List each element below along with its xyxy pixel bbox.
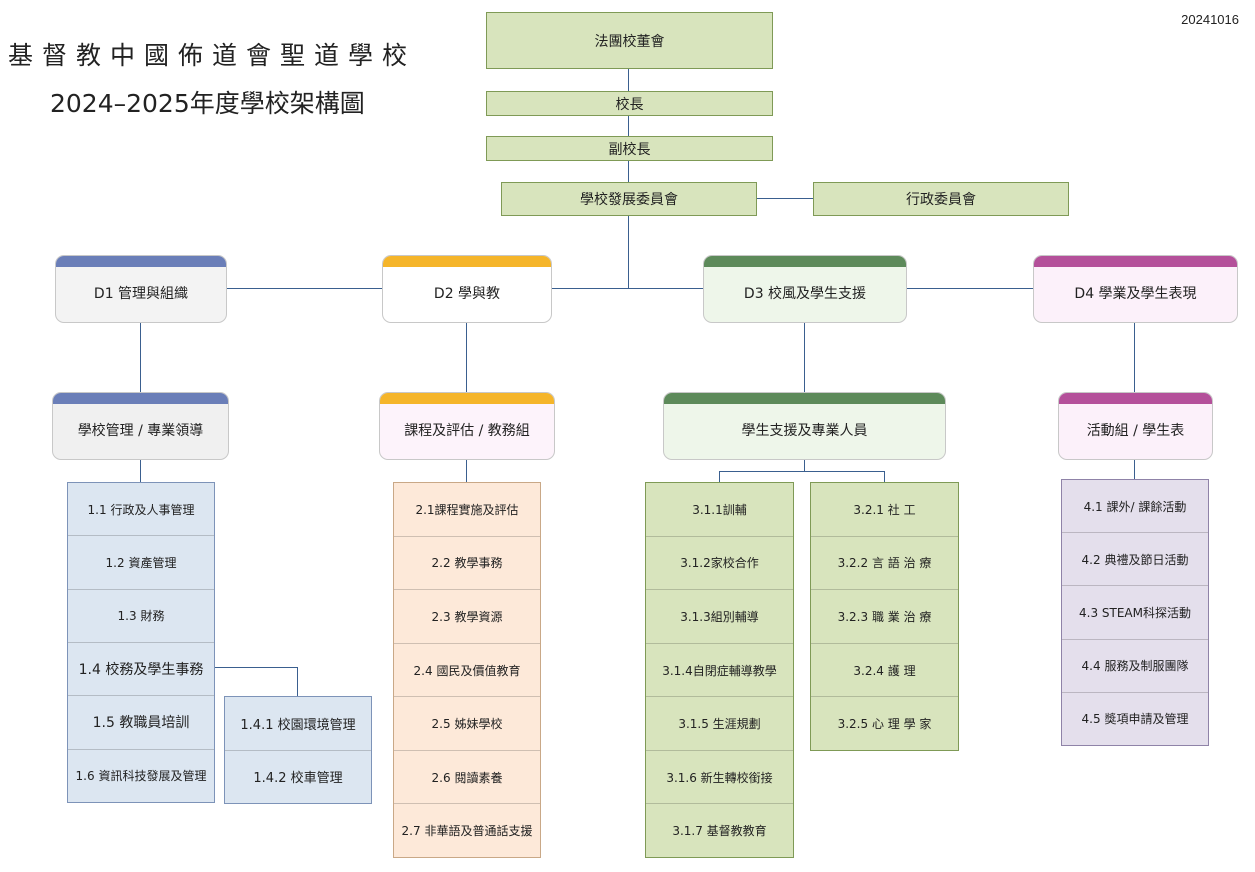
list-item: 3.1.1訓輔 <box>646 483 793 537</box>
list-item: 1.6 資訊科技發展及管理 <box>75 769 207 784</box>
connector <box>719 471 720 482</box>
list-item: 4.4 服務及制服團隊 <box>1062 640 1208 693</box>
connector <box>757 198 813 199</box>
connector <box>884 471 885 482</box>
version-date: 20241016 <box>1181 12 1239 27</box>
division-d2: D2 學與教 <box>382 255 552 323</box>
board-label: 法團校董會 <box>594 33 665 50</box>
group-d3-label: 學生支援及專業人員 <box>741 423 868 439</box>
board-box: 法團校董會 <box>486 12 773 69</box>
connector <box>628 69 629 91</box>
list-item: 3.1.5 生涯規劃 <box>646 697 793 751</box>
principal-box: 校長 <box>486 91 773 116</box>
connector <box>552 288 703 289</box>
division-d3: D3 校風及學生支援 <box>703 255 907 323</box>
connector <box>466 323 467 392</box>
admin-committee-label: 行政委員會 <box>906 192 976 208</box>
connector <box>907 288 1033 289</box>
admin-committee-box: 行政委員會 <box>813 182 1069 216</box>
connector <box>214 667 298 668</box>
group-d4: 活動組 / 學生表 <box>1058 392 1213 460</box>
group-d2-label: 課程及評估 / 教務組 <box>404 423 530 439</box>
division-d1-label: D1 管理與組織 <box>93 286 189 302</box>
list-item: 4.1 課外/ 課餘活動 <box>1062 480 1208 534</box>
list-item: 4.2 典禮及節日活動 <box>1062 533 1208 587</box>
connector <box>804 460 805 471</box>
list-item: 2.4 國民及價值教育 <box>394 644 540 698</box>
school-name: 基督教中國佈道會聖道學校 <box>8 41 417 70</box>
division-d3-cap <box>704 256 906 267</box>
list-item: 2.2 教學事務 <box>394 537 540 591</box>
division-d4-cap <box>1034 256 1237 267</box>
connector <box>804 323 805 392</box>
list-item: 3.1.6 新生轉校銜接 <box>646 751 793 805</box>
d2-item-list: 2.1課程實施及評估 2.2 教學事務 2.3 教學資源 2.4 國民及價值教育… <box>393 482 541 858</box>
chart-title: 2024–2025年度學校架構圖 <box>50 89 365 118</box>
list-item: 1.4.1 校園環境管理 <box>225 697 371 751</box>
division-d4-label: D4 學業及學生表現 <box>1074 286 1197 302</box>
list-item: 3.1.4自閉症輔導教學 <box>646 644 793 698</box>
connector <box>628 161 629 182</box>
d1-sub-item-list: 1.4.1 校園環境管理 1.4.2 校車管理 <box>224 696 372 804</box>
connector <box>140 460 141 482</box>
connector <box>1134 323 1135 392</box>
group-d3-cap <box>664 393 945 404</box>
list-item: 2.7 非華語及普通話支援 <box>401 824 533 839</box>
list-item: 4.5 獎項申請及管理 <box>1081 712 1189 727</box>
vice-principal-label: 副校長 <box>608 141 651 158</box>
group-d1-cap <box>53 393 228 404</box>
connector <box>628 116 629 136</box>
vice-principal-box: 副校長 <box>486 136 773 161</box>
group-d2: 課程及評估 / 教務組 <box>379 392 555 460</box>
connector <box>719 471 885 472</box>
list-item: 3.1.2家校合作 <box>646 537 793 591</box>
list-item: 1.5 教職員培訓 <box>68 696 214 750</box>
list-item: 3.2.2 言 語 治 療 <box>811 537 958 591</box>
d1-item-list: 1.1 行政及人事管理 1.2 資產管理 1.3 財務 1.4 校務及學生事務 … <box>67 482 215 803</box>
list-item: 3.2.5 心 理 學 家 <box>837 717 932 732</box>
connector <box>140 323 141 392</box>
d4-item-list: 4.1 課外/ 課餘活動 4.2 典禮及節日活動 4.3 STEAM科探活動 4… <box>1061 479 1209 746</box>
list-item: 1.4 校務及學生事務 <box>68 643 214 697</box>
division-d2-label: D2 學與教 <box>433 286 501 302</box>
d3-professional-item-list: 3.2.1 社 工 3.2.2 言 語 治 療 3.2.3 職 業 治 療 3.… <box>810 482 959 751</box>
principal-label: 校長 <box>615 96 644 113</box>
dev-committee-box: 學校發展委員會 <box>501 182 757 216</box>
group-d4-label: 活動組 / 學生表 <box>1086 423 1185 439</box>
group-d1: 學校管理 / 專業領導 <box>52 392 229 460</box>
list-item: 3.1.7 基督教教育 <box>672 824 767 839</box>
group-d1-label: 學校管理 / 專業領導 <box>77 423 204 439</box>
list-item: 3.2.3 職 業 治 療 <box>811 590 958 644</box>
list-item: 1.2 資產管理 <box>68 536 214 590</box>
list-item: 1.3 財務 <box>68 590 214 643</box>
connector <box>297 667 298 696</box>
dev-committee-label: 學校發展委員會 <box>580 192 678 208</box>
connector <box>227 288 382 289</box>
group-d4-cap <box>1059 393 1212 404</box>
division-d4: D4 學業及學生表現 <box>1033 255 1238 323</box>
list-item: 2.6 閱讀素養 <box>394 751 540 805</box>
list-item: 1.1 行政及人事管理 <box>68 483 214 537</box>
group-d3: 學生支援及專業人員 <box>663 392 946 460</box>
list-item: 1.4.2 校車管理 <box>253 771 343 787</box>
connector <box>466 460 467 482</box>
group-d2-cap <box>380 393 554 404</box>
list-item: 3.2.1 社 工 <box>811 483 958 537</box>
list-item: 2.1課程實施及評估 <box>394 483 540 537</box>
division-d1: D1 管理與組織 <box>55 255 227 323</box>
connector <box>1134 460 1135 479</box>
list-item: 2.3 教學資源 <box>394 590 540 644</box>
list-item: 3.1.3組別輔導 <box>646 590 793 644</box>
list-item: 2.5 姊妹學校 <box>394 697 540 751</box>
list-item: 4.3 STEAM科探活動 <box>1062 586 1208 640</box>
connector <box>628 216 629 288</box>
division-d2-cap <box>383 256 551 267</box>
list-item: 3.2.4 護 理 <box>811 644 958 698</box>
d3-support-item-list: 3.1.1訓輔 3.1.2家校合作 3.1.3組別輔導 3.1.4自閉症輔導教學… <box>645 482 794 858</box>
division-d1-cap <box>56 256 226 267</box>
division-d3-label: D3 校風及學生支援 <box>743 286 867 302</box>
